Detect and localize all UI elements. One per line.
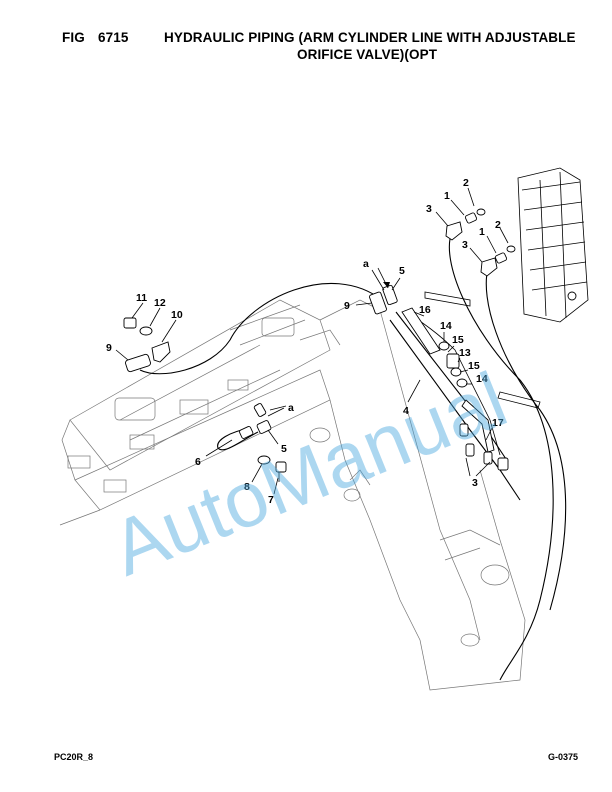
callout-8: 8 <box>244 481 250 493</box>
callout-14: 14 <box>476 373 488 385</box>
callout-6: 6 <box>195 456 201 468</box>
callout-11: 11 <box>136 292 147 304</box>
callout-16: 16 <box>419 304 431 316</box>
callout-a: a <box>288 402 294 414</box>
callout-5: 5 <box>281 443 287 455</box>
callout-7: 7 <box>268 494 274 506</box>
control-valve-block <box>517 167 589 323</box>
callout-17: 17 <box>492 417 504 429</box>
figure-label: FIG <box>62 30 85 45</box>
callout-5: 5 <box>399 265 405 277</box>
callout-15: 15 <box>468 360 480 372</box>
callout-13: 13 <box>459 347 471 359</box>
callout-a: a <box>363 258 369 270</box>
callout-4: 4 <box>403 405 409 417</box>
callout-1: 1 <box>444 190 450 202</box>
callout-2: 2 <box>495 219 501 231</box>
callout-12: 12 <box>154 297 166 309</box>
model-code: PC20R_8 <box>54 752 94 762</box>
callout-1: 1 <box>479 226 485 238</box>
callout-3: 3 <box>426 203 432 215</box>
callout-3: 3 <box>472 477 478 489</box>
callout-3: 3 <box>462 239 468 251</box>
figure-number: 6715 <box>98 30 129 45</box>
boom-structure <box>59 299 526 691</box>
callout-labels: 2 1 3 2 1 3 a 5 9 16 14 15 13 15 14 4 17… <box>106 177 504 506</box>
callout-9: 9 <box>344 300 350 312</box>
figure-title-line-2: ORIFICE VALVE)(OPT <box>297 47 438 62</box>
page-code: G-0375 <box>548 752 579 762</box>
callout-10: 10 <box>171 309 183 321</box>
callout-2: 2 <box>463 177 469 189</box>
figure-title-line-1: HYDRAULIC PIPING (ARM CYLINDER LINE WITH… <box>164 30 576 45</box>
fittings <box>123 208 541 482</box>
leader-lines <box>115 187 509 495</box>
callout-9: 9 <box>106 342 112 354</box>
callout-14: 14 <box>440 320 452 332</box>
callout-15: 15 <box>452 334 464 346</box>
